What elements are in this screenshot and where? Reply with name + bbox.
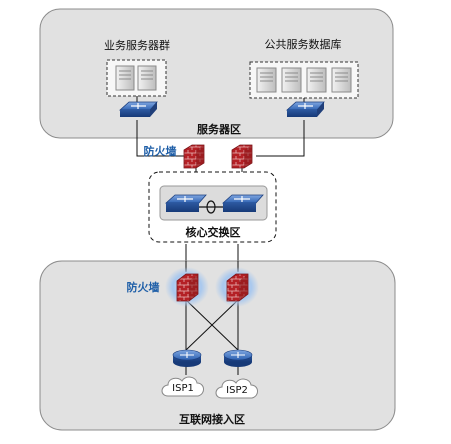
server-icon [306,67,327,93]
internet-links [185,261,239,375]
isp1-cloud-icon [161,376,204,397]
stack-link [199,200,223,214]
public-db-label: 公共服务数据库 [265,37,342,51]
firewall-icon [183,144,205,169]
upper-firewall-label: 防火墙 [144,144,177,158]
server-icon [331,67,352,93]
isp2-cloud-icon [215,378,258,399]
firewall-icon [215,267,259,307]
public-db-server-group [249,61,359,99]
server-icon [281,67,302,93]
firewall-icon [165,267,209,307]
server-zone-label: 服务器区 [197,122,241,136]
server-switch-left [118,101,158,117]
core-zone-label: 核心交换区 [186,225,241,239]
lower-firewall-label: 防火墙 [127,280,160,294]
business-servers-label: 业务服务器群 [104,38,170,52]
internet-zone-box [39,260,396,431]
server-icon [256,67,277,93]
business-server-group [106,59,167,97]
isp2-label: ISP2 [226,385,248,396]
core-switch-right [221,194,264,212]
server-icon [137,65,157,91]
server-icon [115,65,135,91]
router-icon [223,349,253,367]
isp1-label: ISP1 [172,383,194,394]
core-switch-left [164,194,207,212]
router-icon [172,349,202,367]
internet-zone-label: 互联网接入区 [179,412,245,426]
server-switch-right [285,101,325,117]
firewall-icon [231,144,253,169]
